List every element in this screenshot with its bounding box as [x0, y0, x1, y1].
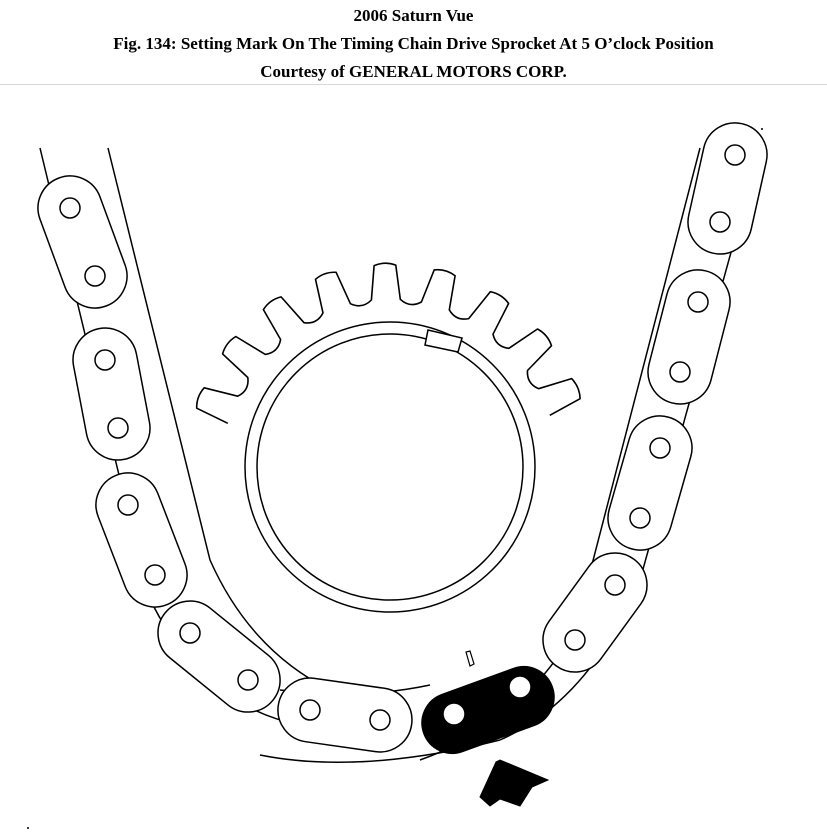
chain-link-pin [94, 349, 116, 371]
timing-mark-arrow-icon [479, 759, 550, 807]
print-speck [27, 827, 29, 829]
timing-chain [37, 122, 768, 753]
chain-link-pin [237, 669, 259, 691]
dark-link-pin-right [508, 675, 532, 699]
vehicle-title: 2006 Saturn Vue [353, 6, 474, 25]
chain-link-pin [59, 197, 81, 219]
chain-link-pin [687, 291, 709, 313]
chain-link-pin [299, 699, 321, 721]
figure-caption: Fig. 134: Setting Mark On The Timing Cha… [113, 34, 714, 53]
courtesy-line: Courtesy of GENERAL MOTORS CORP. [260, 62, 567, 81]
drive-sprocket [195, 262, 581, 613]
sprocket-key [424, 329, 463, 353]
chain-link-plate [72, 327, 151, 461]
sprocket-timing-mark [465, 650, 475, 667]
chain-link-pin [179, 622, 201, 644]
chain-link-pin [144, 564, 166, 586]
chain-link-plate [647, 269, 731, 405]
chain-link-pin [629, 507, 651, 529]
dark-plated-link [421, 666, 555, 754]
chain-link-pin [369, 709, 391, 731]
chain-link-plate [687, 122, 768, 255]
chain-link-pin [724, 144, 746, 166]
dark-link-pin-left [442, 702, 466, 726]
chain-link-pin [709, 211, 731, 233]
chain-link-pin [649, 437, 671, 459]
sprocket-teeth-outline [195, 262, 581, 425]
chain-link-pin [84, 265, 106, 287]
figure-header: 2006 Saturn Vue Fig. 134: Setting Mark O… [0, 0, 827, 85]
chain-link-pin [107, 417, 129, 439]
chain-link-pin [604, 574, 626, 596]
sprocket-bore [256, 333, 524, 601]
chain-link-plate [607, 415, 693, 551]
chain-link-plate [277, 677, 413, 753]
sprocket-hub-outer-ring [244, 321, 536, 613]
chain-link-pin [117, 494, 139, 516]
timing-chain-diagram [0, 85, 827, 835]
print-speck [761, 128, 763, 130]
chain-link-pin [564, 629, 586, 651]
chain-link-pin [669, 361, 691, 383]
